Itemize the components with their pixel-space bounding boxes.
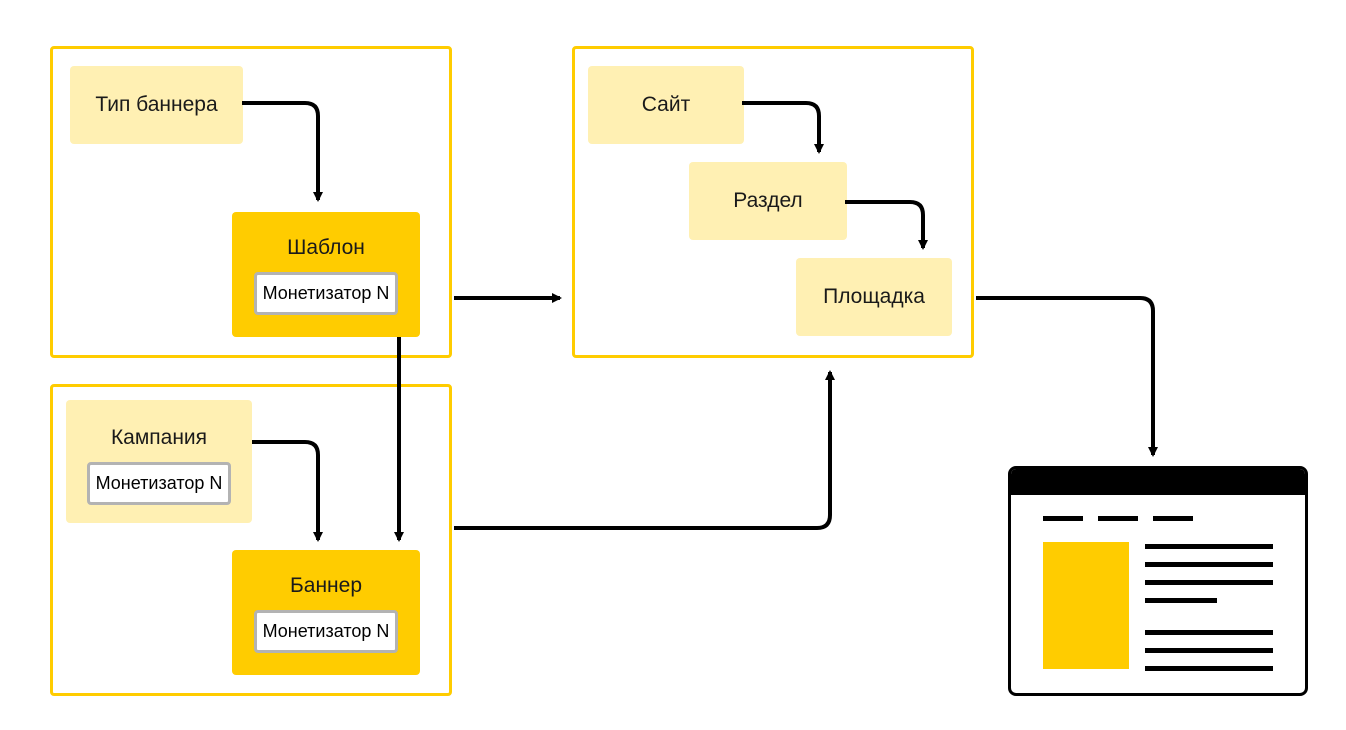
arrow-banner-group-to-site-group — [454, 370, 835, 530]
banner-node: Баннер Монетизатор N — [232, 550, 420, 675]
template-node: Шаблон Монетизатор N — [232, 212, 420, 337]
site-label: Сайт — [641, 93, 691, 116]
nav-dash — [1098, 516, 1138, 521]
arrow-placement-to-webpage — [976, 296, 1158, 457]
text-line — [1145, 598, 1217, 603]
placement-label: Площадка — [823, 285, 925, 308]
text-line — [1145, 630, 1273, 635]
template-group: Тип баннера Шаблон Монетизатор N — [50, 46, 452, 358]
text-line — [1145, 544, 1273, 549]
banner-monetizer-label: Монетизатор N — [262, 621, 390, 641]
text-line — [1145, 580, 1273, 585]
campaign-monetizer-label: Монетизатор N — [95, 473, 223, 493]
site-group: Сайт Раздел Площадка — [572, 46, 974, 358]
template-monetizer-label: Монетизатор N — [262, 283, 390, 303]
section-node: Раздел — [689, 162, 847, 240]
campaign-monetizer: Монетизатор N — [86, 462, 232, 505]
banner-label: Баннер — [289, 574, 362, 597]
template-label: Шаблон — [287, 236, 365, 259]
browser-toolbar — [1011, 469, 1305, 495]
banner-type-label: Тип баннера — [95, 93, 218, 116]
text-line — [1145, 666, 1273, 671]
banner-type-node: Тип баннера — [70, 66, 243, 144]
template-monetizer: Монетизатор N — [253, 272, 399, 315]
banner-monetizer: Монетизатор N — [253, 610, 399, 653]
placement-node: Площадка — [796, 258, 952, 336]
image-placeholder — [1043, 542, 1129, 669]
webpage-preview-icon — [1008, 466, 1308, 696]
section-label: Раздел — [733, 189, 803, 212]
campaign-label: Кампания — [110, 426, 208, 449]
text-line — [1145, 562, 1273, 567]
text-line — [1145, 648, 1273, 653]
campaign-node: Кампания Монетизатор N — [66, 400, 252, 523]
banner-group: Кампания Монетизатор N Баннер Монетизато… — [50, 384, 452, 696]
nav-dash — [1043, 516, 1083, 521]
nav-dash — [1153, 516, 1193, 521]
site-node: Сайт — [588, 66, 744, 144]
